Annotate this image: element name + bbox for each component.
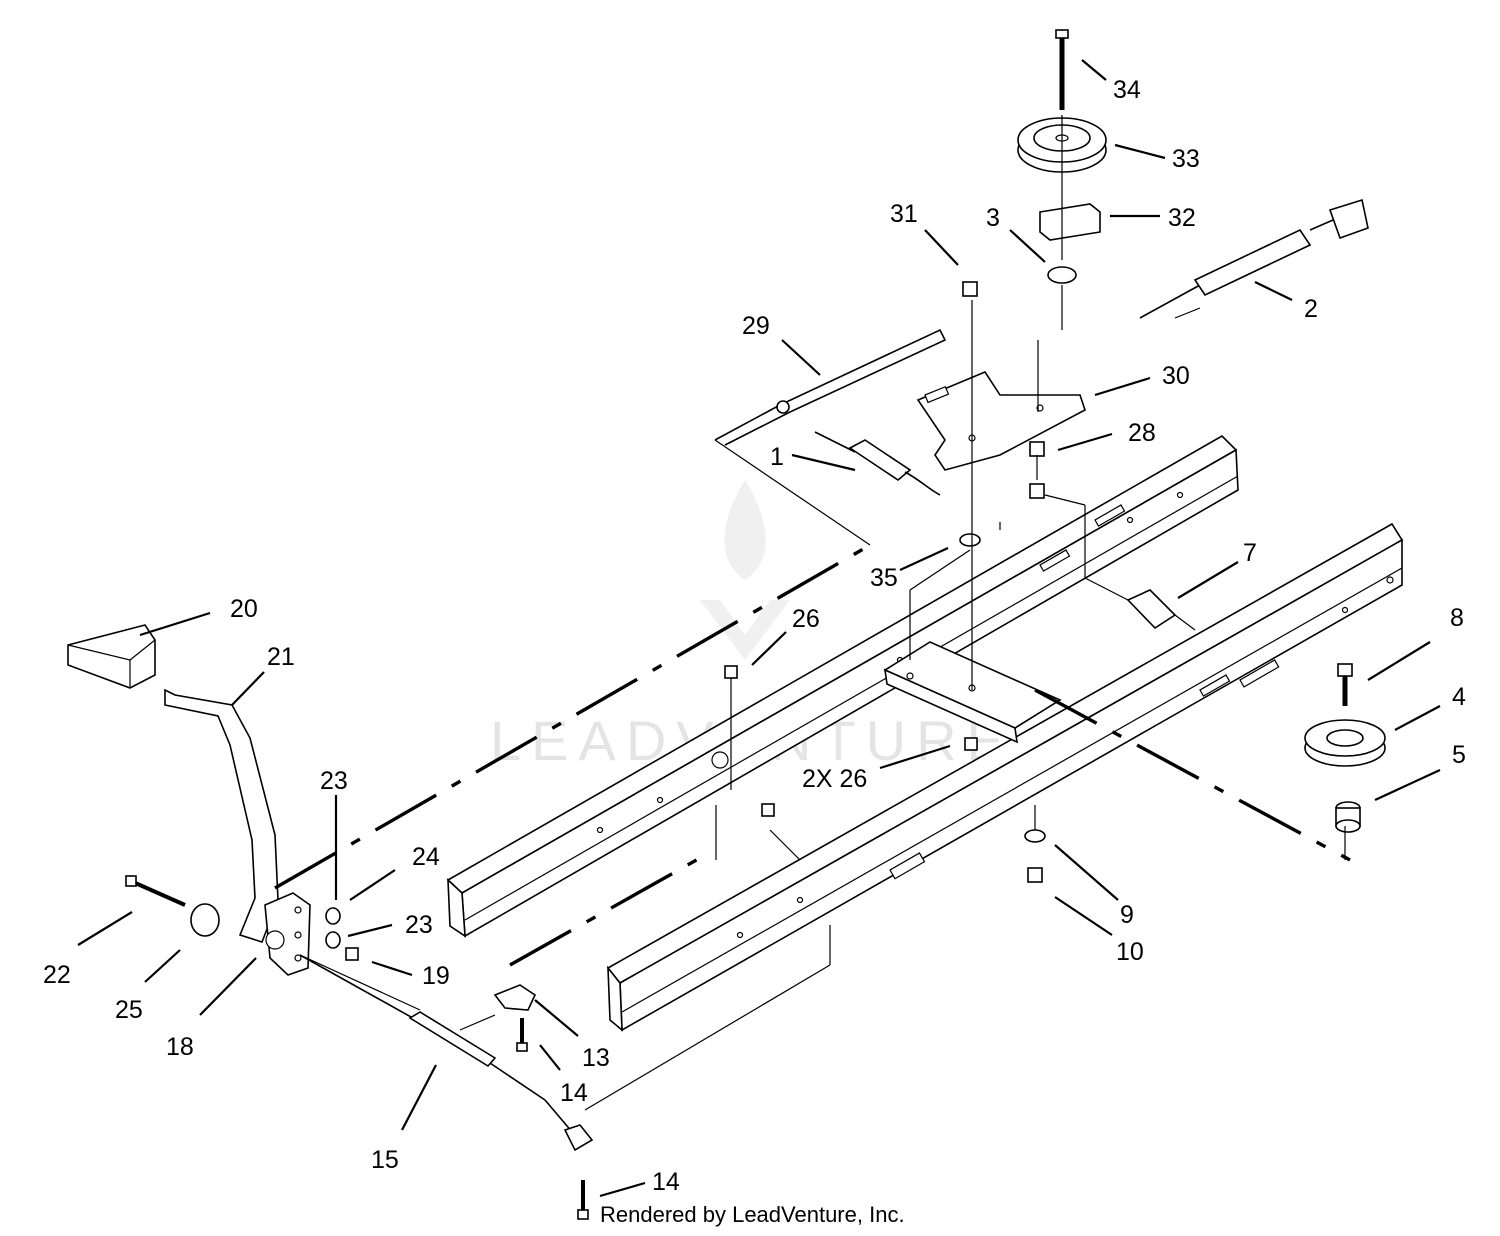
callout-32: 32 [1168,204,1196,232]
callout-30: 30 [1162,362,1190,390]
bolt-14-lower [577,1180,589,1220]
callout-26: 26 [792,605,820,633]
callout-23-bottom: 23 [405,911,433,939]
pedal-pad [67,624,156,689]
brake-rod [299,954,594,1152]
callout-23-top: 23 [320,767,348,795]
callout-4: 4 [1452,683,1466,711]
nuts-26 [724,665,978,817]
spring-7 [1126,589,1177,630]
callout-8: 8 [1450,604,1464,632]
bolt-8 [1337,663,1353,706]
callout-19: 19 [422,962,450,990]
bolt-14-upper [516,1018,528,1052]
frame-rail-rear [446,435,1239,938]
callout-24: 24 [412,843,440,871]
bolt-22 [125,875,186,907]
spring-1 [814,431,941,496]
credit-text: Rendered by LeadVenture, Inc. [600,1202,905,1227]
callout-35: 35 [870,564,898,592]
callout-15: 15 [371,1146,399,1174]
callout-25: 25 [115,996,143,1024]
bolt-34 [1055,29,1069,110]
callout-20: 20 [230,595,258,623]
nut-10 [1027,867,1043,883]
washers-23-24 [325,907,359,961]
leader-lines [77,59,1441,1198]
callout-28: 28 [1128,419,1156,447]
pedal-bracket [264,892,311,976]
callout-22: 22 [43,961,71,989]
callout-3: 3 [986,204,1000,232]
callout-10: 10 [1116,938,1144,966]
callout-21: 21 [267,643,295,671]
callout-2: 2 [1304,295,1318,323]
callout-29: 29 [742,312,770,340]
callout-34: 34 [1113,76,1141,104]
spacer-5 [1335,801,1361,833]
washer-9 [1024,829,1046,843]
callout-9: 9 [1120,901,1134,929]
callout-5: 5 [1452,741,1466,769]
frame-rail-front [606,522,1404,1032]
callout-14-lower: 14 [652,1168,680,1196]
callout-18: 18 [166,1033,194,1061]
callout-labels: 34 33 32 31 3 2 29 30 28 1 7 35 20 26 21… [43,76,1466,1196]
callout-13: 13 [582,1044,610,1072]
brake-pedal-arm [164,688,279,943]
idler-arm [916,371,1086,471]
washer-3 [1047,266,1077,284]
bolt-31 [962,281,978,297]
callout-1: 1 [770,443,784,471]
assembly-lines [274,115,1351,1111]
cable-29 [714,328,947,446]
washer-35 [959,533,981,547]
callout-33: 33 [1172,145,1200,173]
callout-2x-26: 2X 26 [802,765,867,793]
callout-31: 31 [890,200,918,228]
clip-13 [493,984,537,1011]
bracket-32 [1039,203,1101,241]
spacer-25 [190,903,220,937]
idler-pulley-4 [1304,719,1386,767]
tension-spring-2 [1139,198,1369,319]
callout-7: 7 [1243,539,1257,567]
callout-14-upper: 14 [560,1079,588,1107]
